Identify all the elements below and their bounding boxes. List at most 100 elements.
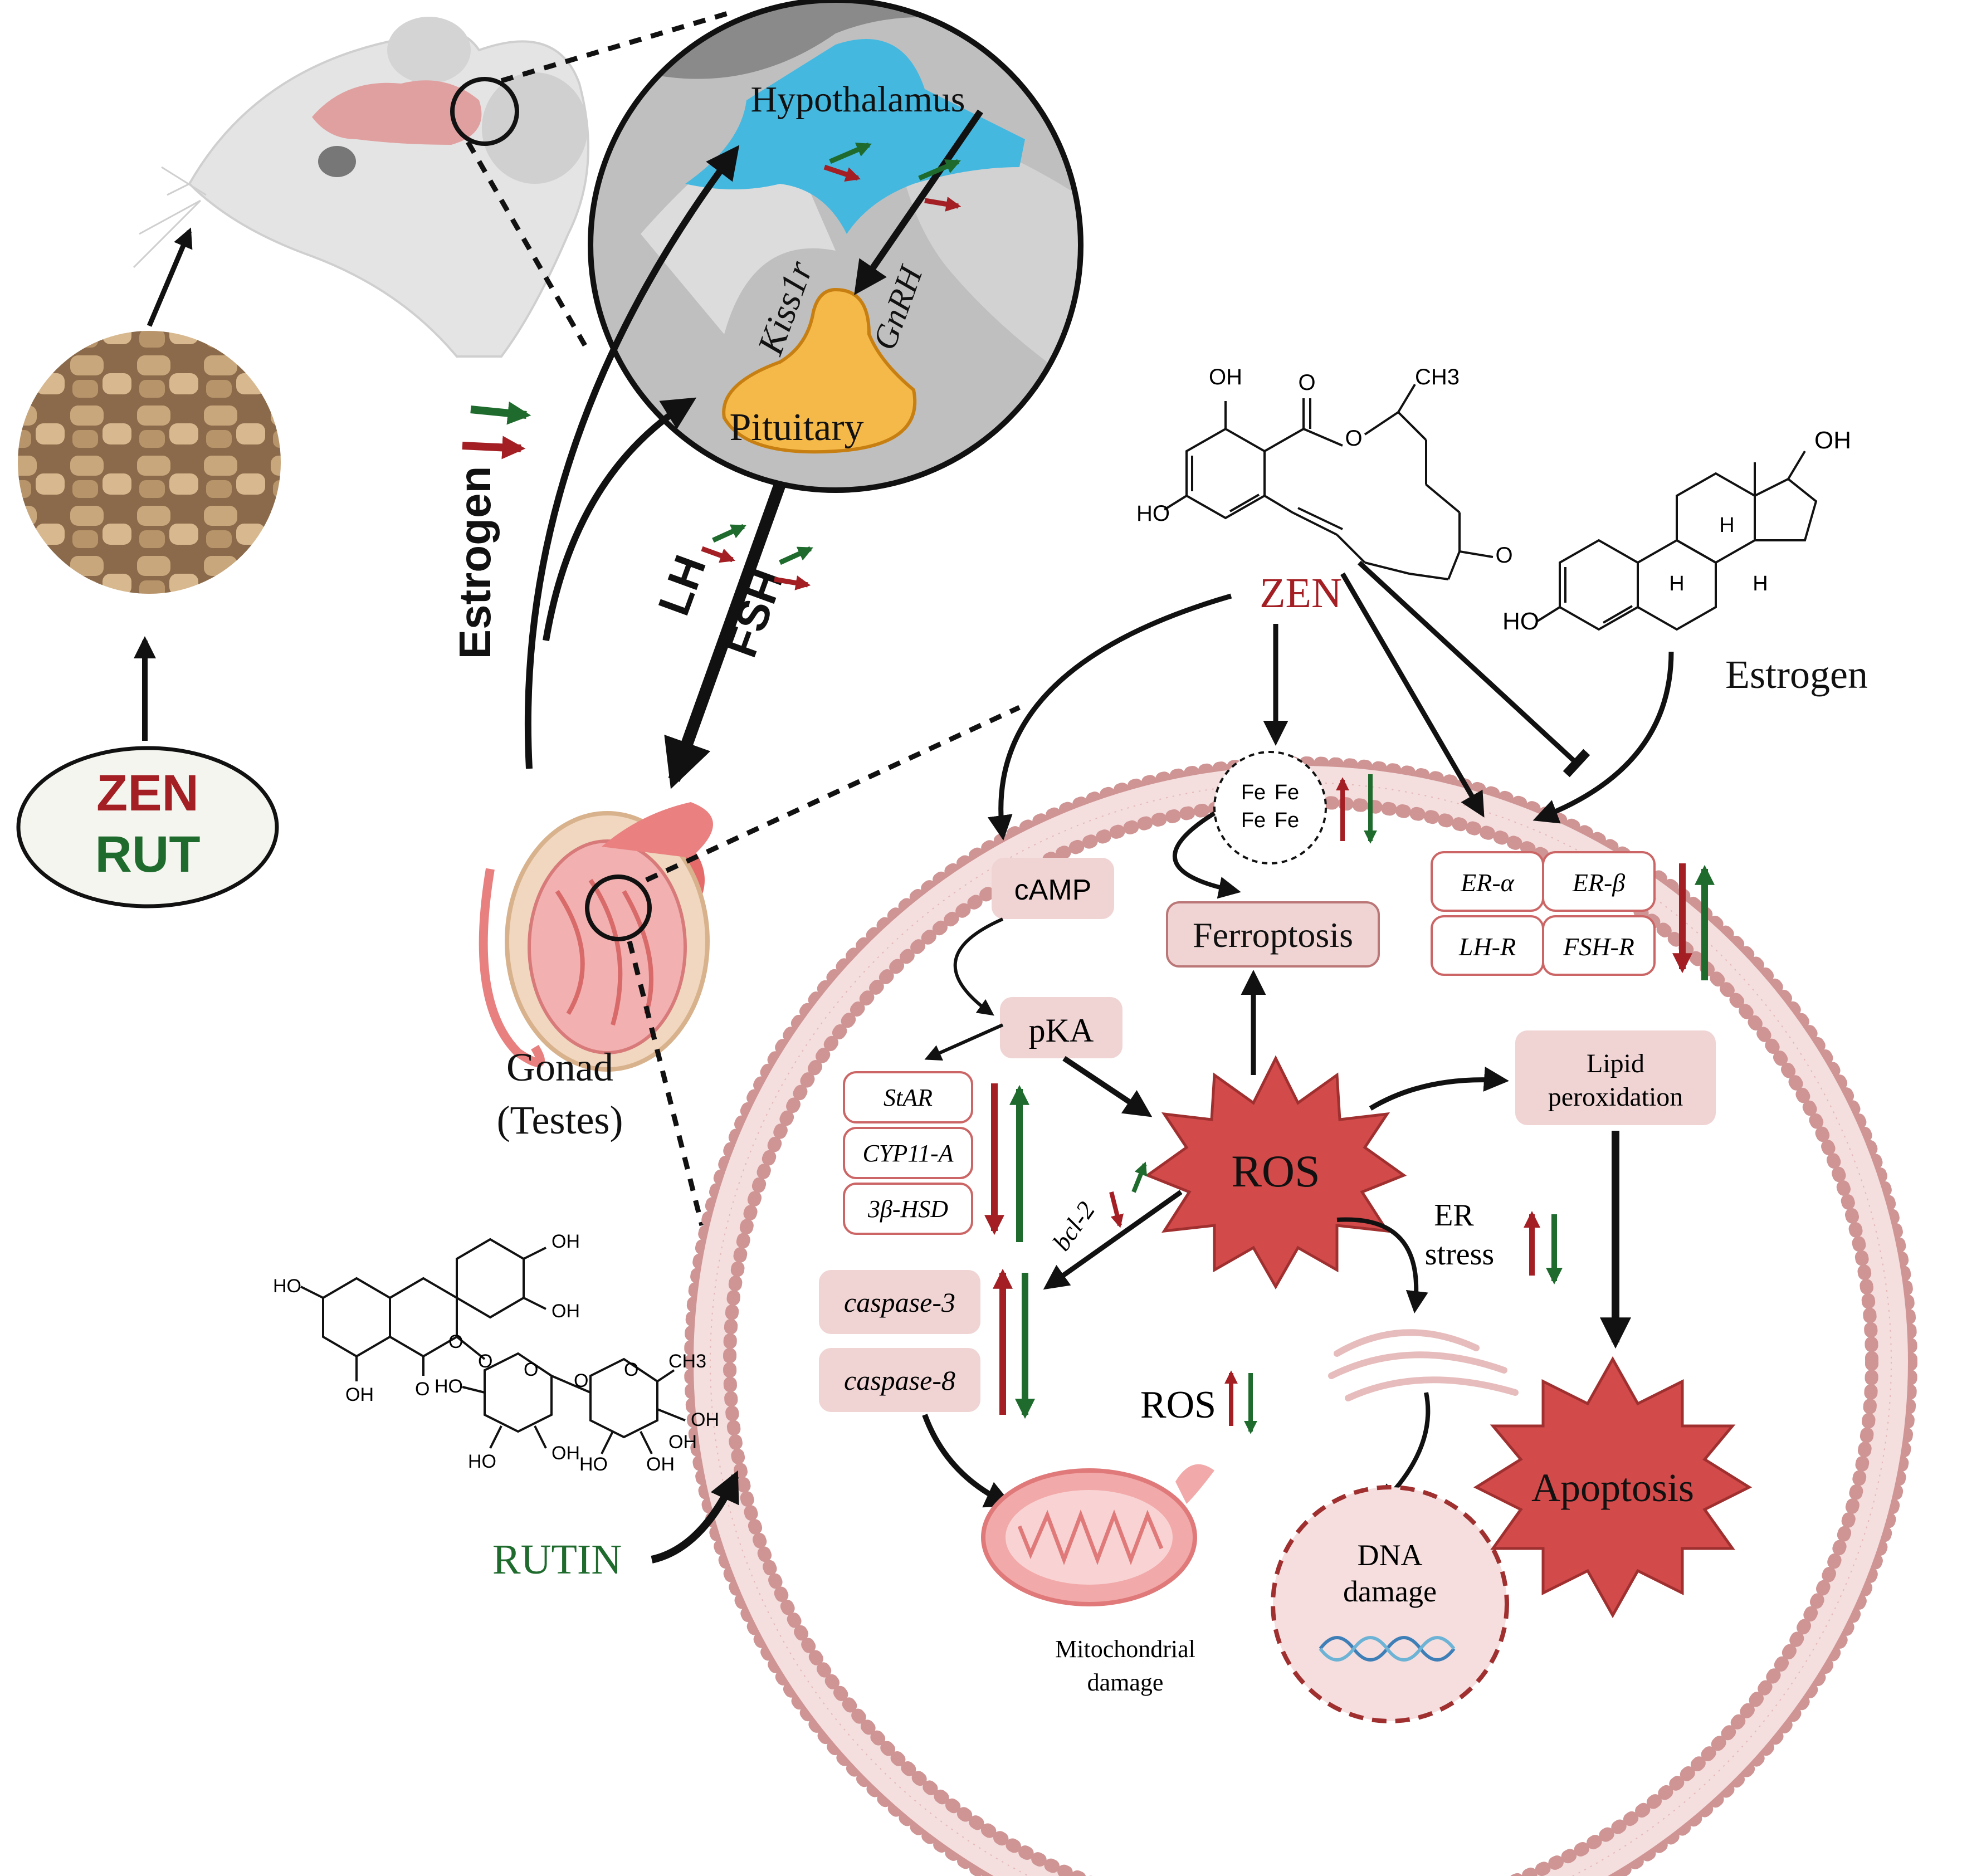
fe-text-1: Fe <box>1241 781 1266 804</box>
apoptosis-label: Apoptosis <box>1531 1465 1694 1510</box>
testes-illustration <box>479 802 713 1072</box>
apoptosis-burst <box>1473 1356 1753 1619</box>
dna-label-2: damage <box>1343 1575 1437 1608</box>
rut-oh-e: OH <box>691 1409 719 1430</box>
up-arrow-icon <box>712 524 746 543</box>
rut-ch3: CH3 <box>668 1351 706 1372</box>
ros-small-label: ROS <box>1140 1384 1216 1426</box>
zen-o1-text: O <box>1298 370 1315 395</box>
ros-burst <box>1144 1055 1407 1290</box>
up-arrow-icon <box>779 546 813 565</box>
zen-rut-treatment-oval <box>16 746 279 908</box>
caspase-change-indicator <box>993 1268 1035 1419</box>
caspase-3-label: caspase-3 <box>844 1287 955 1318</box>
rut-ho-c: HO <box>468 1451 496 1472</box>
bcl2-label: bcl-2 <box>1047 1196 1100 1256</box>
er-alpha-label: ER-α <box>1460 868 1515 897</box>
est-ho-text: HO <box>1502 608 1539 635</box>
zearalenone-structure <box>1163 383 1494 580</box>
down-arrow-icon <box>462 436 526 460</box>
down-arrow-icon <box>924 197 962 212</box>
rut-o6: O <box>624 1359 638 1380</box>
mito-label-1: Mitochondrial <box>1055 1635 1195 1663</box>
zen-oval-label: ZEN <box>96 765 199 822</box>
ros-change-indicator <box>1224 1370 1257 1434</box>
estradiol-structure <box>1536 450 1818 631</box>
gonad-zoom-circle <box>585 875 652 941</box>
est-h3-text: H <box>1753 572 1768 595</box>
mitochondria-illustration <box>981 1464 1214 1606</box>
endoplasmic-reticulum-illustration <box>1328 1329 1519 1401</box>
rut-o3: O <box>478 1351 492 1372</box>
up-arrow-icon <box>918 159 961 181</box>
zen-ch3-text: CH3 <box>1415 365 1460 389</box>
fe-text-3: Fe <box>1241 809 1266 832</box>
dna-damage-circle <box>1271 1485 1509 1723</box>
er-stress-change-indicator <box>1524 1211 1563 1284</box>
steroidogenesis-stack <box>843 1071 973 1235</box>
rut-oh-a: OH <box>551 1231 580 1252</box>
steroidogenesis-change-indicator <box>984 1083 1029 1242</box>
cyp11a-label: CYP11-A <box>863 1140 954 1167</box>
star-label: StAR <box>884 1084 933 1111</box>
caspase-8-label: caspase-8 <box>844 1365 955 1396</box>
receptor-group <box>1431 851 1656 976</box>
lh-r-label: LH-R <box>1458 932 1516 961</box>
lipid-label-2: peroxidation <box>1548 1082 1683 1112</box>
er-beta-label: ER-β <box>1572 868 1626 897</box>
caspase-8-box <box>819 1348 980 1412</box>
rutin-label: RUTIN <box>492 1536 622 1583</box>
bcl2-change-indicator <box>1109 1161 1148 1228</box>
zen-o2-text: O <box>1345 426 1362 451</box>
rut-o2: O <box>448 1331 463 1352</box>
up-arrow-icon <box>829 142 872 164</box>
down-arrow-icon <box>1109 1191 1124 1228</box>
rut-oh-f: OH <box>646 1454 675 1475</box>
lipid-label-1: Lipid <box>1587 1049 1644 1078</box>
iron-change-indicator <box>1336 774 1377 844</box>
iron-cluster <box>1213 751 1327 864</box>
dna-helix-icon <box>1319 1636 1456 1662</box>
rut-o5: O <box>574 1370 588 1391</box>
zen-main-label: ZEN <box>1260 570 1342 617</box>
hypothalamus-zoom-circle <box>588 0 1084 493</box>
ferroptosis-label: Ferroptosis <box>1193 915 1353 955</box>
camp-label: cAMP <box>1014 874 1092 906</box>
est-oh-text: OH <box>1814 427 1851 454</box>
pituitary-label: Pituitary <box>729 406 863 449</box>
down-arrow-icon <box>823 164 861 182</box>
lh-label: LH <box>648 549 715 622</box>
gnrh-change-indicator <box>918 159 962 212</box>
feed-pellets-image <box>18 331 281 594</box>
estrogen-main-label: Estrogen <box>1725 652 1868 697</box>
est-h1-text: H <box>1719 514 1734 537</box>
lipid-peroxidation-box <box>1515 1030 1716 1125</box>
rut-oval-label: RUT <box>95 826 200 883</box>
dna-label-1: DNA <box>1358 1538 1423 1572</box>
rut-oh-d: OH <box>551 1443 580 1464</box>
rut-ho-d: HO <box>579 1454 608 1475</box>
gonad-label: Gonad <box>506 1045 613 1090</box>
zen-o3-text: O <box>1495 543 1512 568</box>
estrogen-axis-label: Estrogen <box>450 466 500 659</box>
testes-label: (Testes) <box>497 1098 623 1142</box>
ros-center-label: ROS <box>1231 1146 1320 1196</box>
mito-label-2: damage <box>1087 1669 1164 1696</box>
rut-oh-c: OH <box>345 1384 374 1405</box>
fe-text-4: Fe <box>1275 809 1299 832</box>
zen-ho-text: HO <box>1136 501 1170 526</box>
rut-o1: O <box>415 1379 430 1400</box>
zen-oh-text: OH <box>1209 365 1242 389</box>
kiss1r-change-indicator <box>823 142 872 182</box>
fsh-r-label: FSH-R <box>1563 932 1634 961</box>
up-arrow-icon <box>1131 1161 1148 1193</box>
estrogen-change-indicator <box>462 401 531 460</box>
rut-oh-g: OH <box>668 1432 697 1453</box>
caspase-3-box <box>819 1270 980 1334</box>
est-h2-text: H <box>1669 572 1684 595</box>
pka-label: pKA <box>1029 1012 1094 1049</box>
down-arrow-icon <box>774 575 811 590</box>
pka-box <box>1000 997 1122 1058</box>
ferroptosis-box <box>1166 901 1380 968</box>
mouse-illustration <box>133 17 589 358</box>
